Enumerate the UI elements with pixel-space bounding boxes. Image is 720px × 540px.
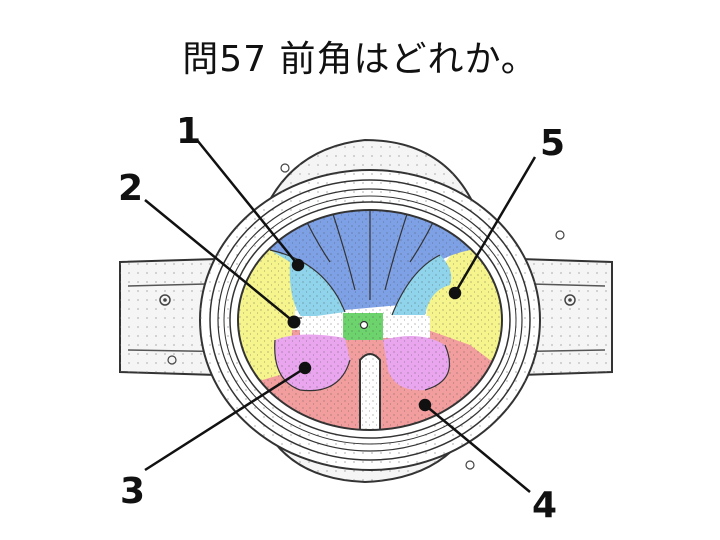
label-2: 2	[118, 168, 143, 209]
label-1: 1	[176, 111, 201, 152]
spinal-cord-outline	[237, 209, 503, 431]
label-4: 4	[532, 485, 557, 526]
leader-lines	[144, 139, 537, 493]
question-title: 問57 前角はどれか。	[182, 39, 538, 80]
label-5: 5	[540, 123, 565, 164]
label-3: 3	[120, 471, 145, 512]
central-canal	[359, 320, 369, 330]
